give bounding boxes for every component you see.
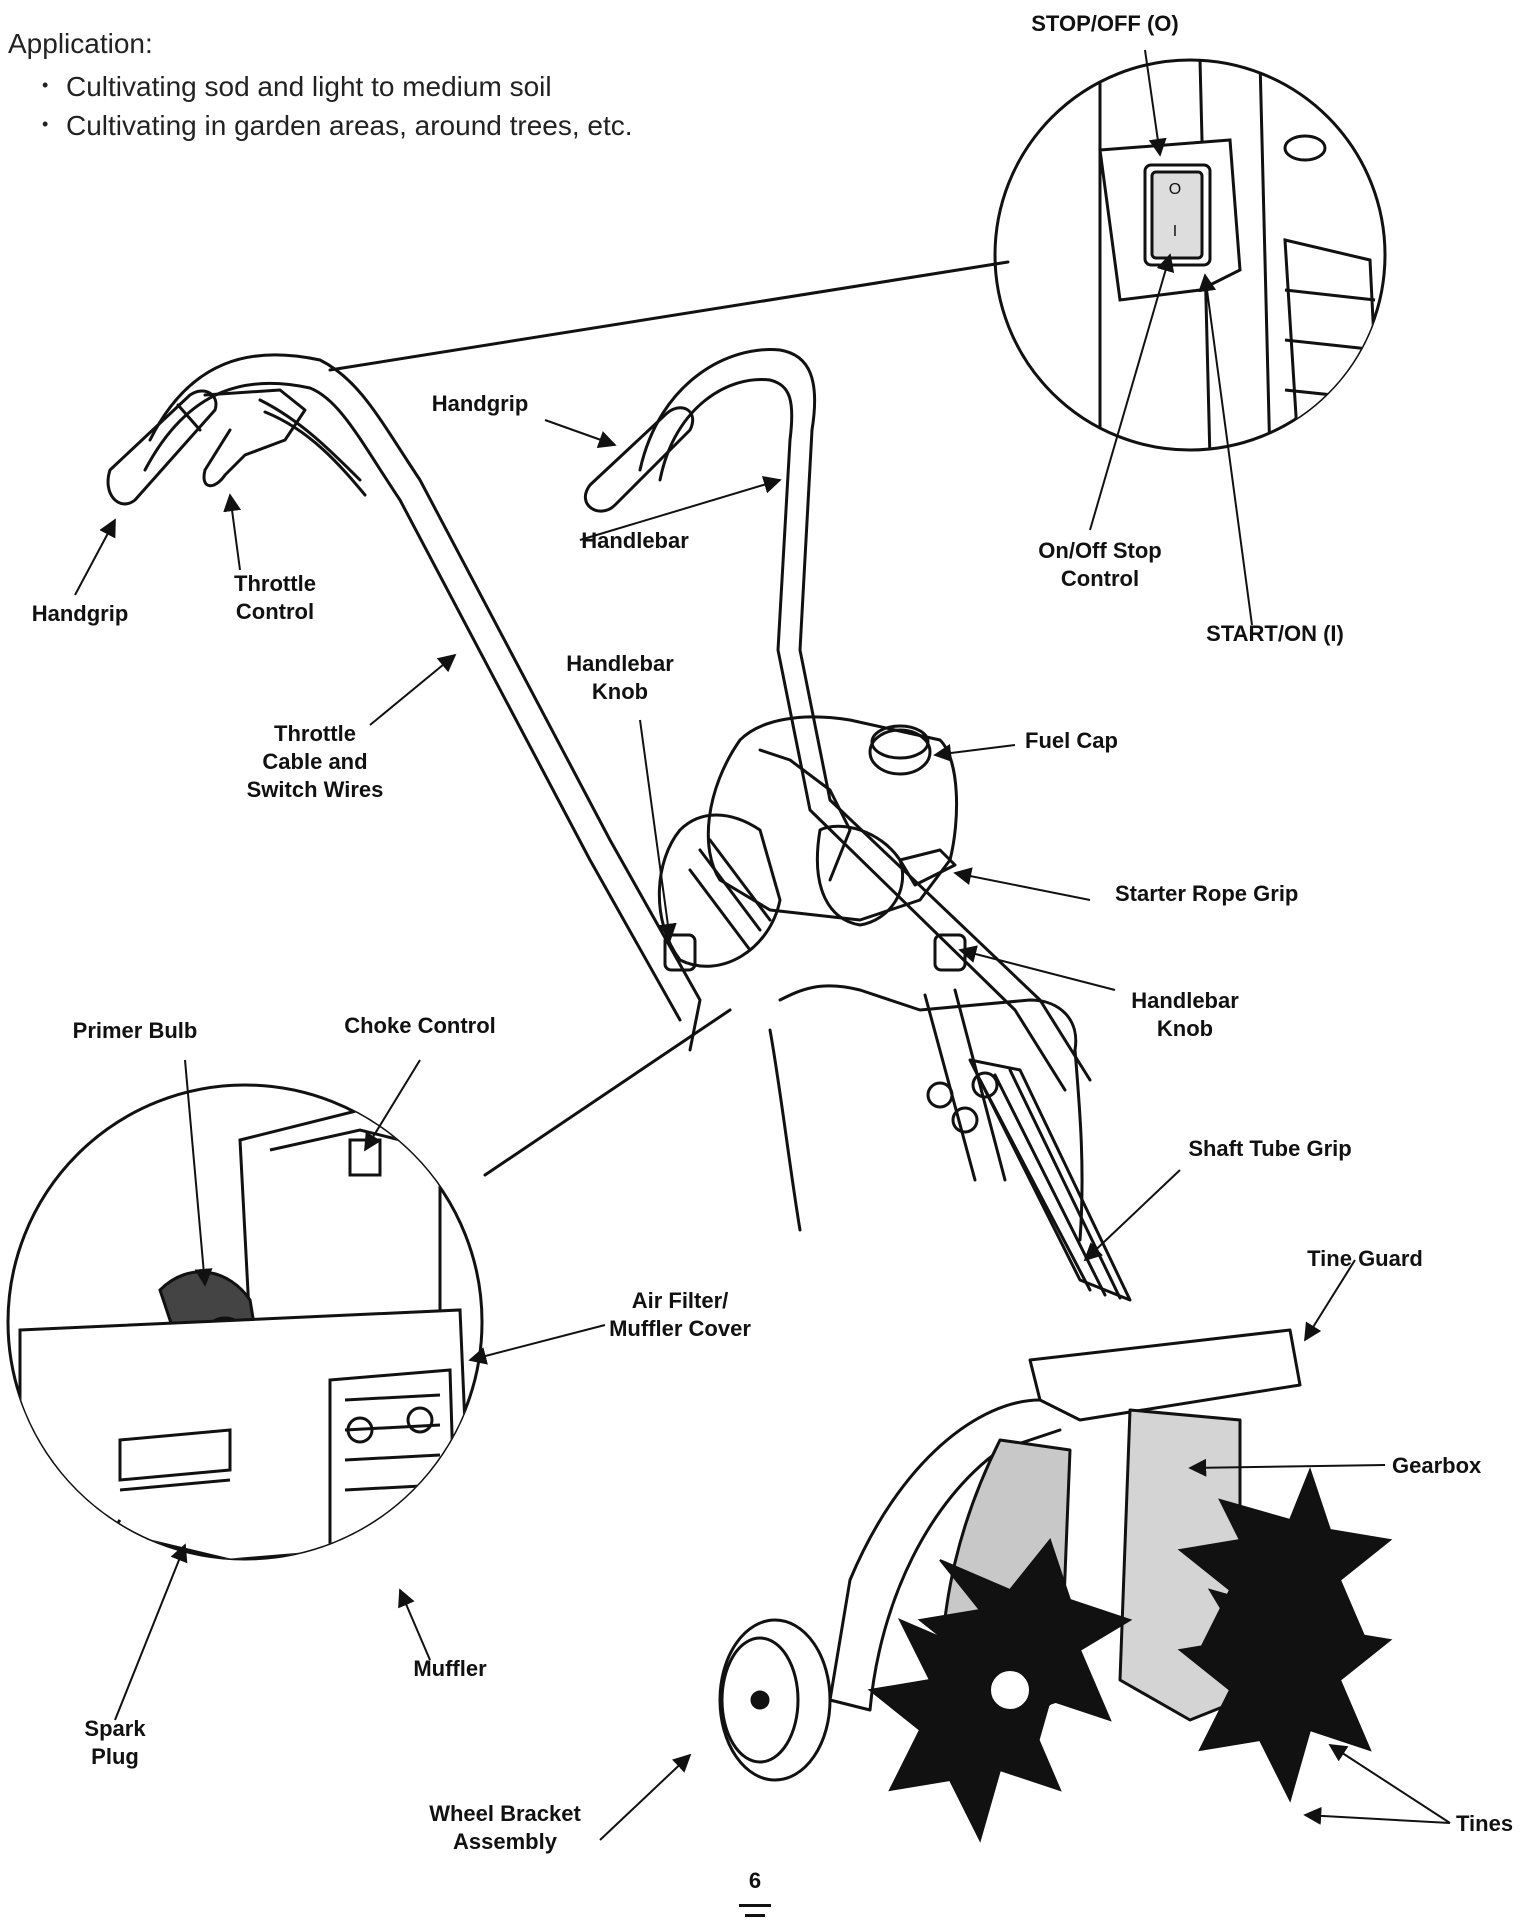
label-starter-rope-grip: Starter Rope Grip [1115,881,1299,906]
label-stop-off: STOP/OFF (O) [1031,11,1179,36]
label-muffler: Muffler [413,1656,487,1681]
frame-drawing [768,984,1084,1242]
label-handgrip-left: Handgrip [31,601,129,626]
label-tines: Tines [1456,1811,1514,1836]
label-gearbox: Gearbox [1392,1453,1482,1478]
label-handlebar-knob-top: Handlebar Knob [566,651,674,704]
wheel-drawing [718,1618,832,1782]
tine-guard-drawing [828,1328,1302,1712]
label-handlebar-knob-right: Handlebar Knob [1131,988,1239,1041]
label-handgrip-right: Handgrip [431,391,529,416]
label-shaft-tube-grip: Shaft Tube Grip [1188,1136,1352,1161]
handgrip-right-drawing [583,406,695,513]
application-item: Cultivating in garden areas, around tree… [42,106,708,145]
label-fuel-cap: Fuel Cap [1025,728,1118,753]
label-primer-bulb: Primer Bulb [72,1018,198,1043]
switch-off-mark: O [1168,181,1182,198]
throttle-drawing [202,388,367,497]
label-wheel-bracket: Wheel Bracket Assembly [429,1801,581,1854]
label-handlebar: Handlebar [581,528,689,553]
label-choke-control: Choke Control [344,1013,496,1038]
label-throttle-cable: Throttle Cable and Switch Wires [246,721,384,802]
leader-lines [74,49,1451,1841]
switch-detail-circle [993,58,1387,452]
page-number-rule [739,1904,771,1907]
application-section: Application: Cultivating sod and light t… [8,24,708,146]
label-air-filter: Air Filter/ Muffler Cover [609,1288,751,1341]
application-heading: Application: [8,28,153,59]
page-number: 6 [735,1868,775,1917]
handgrip-left-drawing [106,389,218,506]
label-start-on: START/ON (I) [1206,621,1344,646]
handlebar-right [638,348,1092,1092]
shaft-drawing [923,988,1132,1302]
engine-detail-drawing [18,1108,472,1559]
page-number-text: 6 [748,1868,762,1893]
page-number-rule [745,1914,765,1917]
switch-on-mark: I [1172,223,1178,240]
tines-drawing [867,1467,1393,1843]
switch-detail-drawing [1098,60,1382,450]
application-item: Cultivating sod and light to medium soil [42,67,708,106]
label-tine-guard: Tine Guard [1307,1246,1423,1271]
label-spark-plug: Spark Plug [84,1716,146,1769]
application-list: Cultivating sod and light to medium soil… [8,67,708,145]
label-throttle-control: Throttle Control [234,571,316,624]
handlebar-left [143,353,702,1052]
engine-drawing [657,715,967,972]
label-on-off-stop-control: On/Off Stop Control [1038,538,1162,591]
